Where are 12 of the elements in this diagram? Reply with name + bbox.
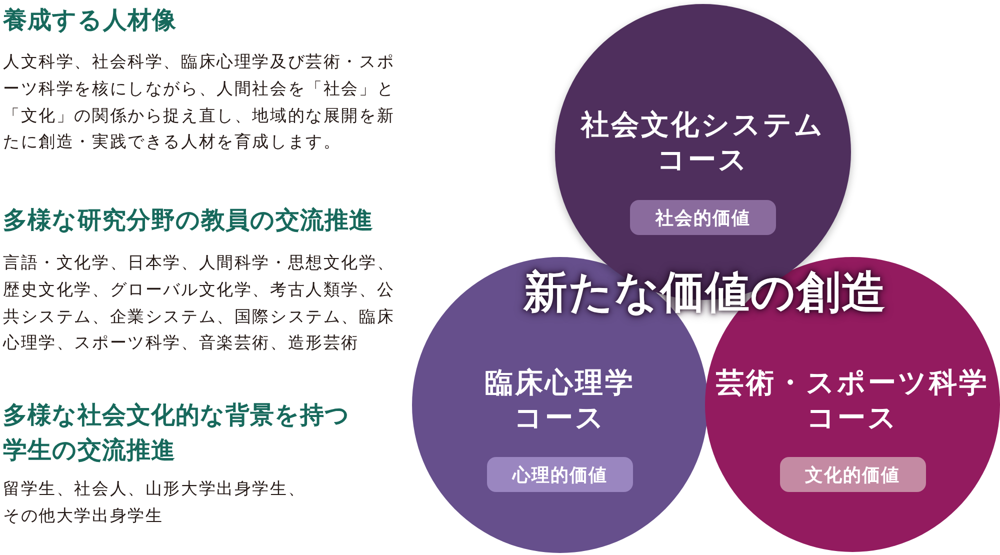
value-tag: 文化的価値 bbox=[780, 457, 926, 492]
course-title: 臨床心理学コース bbox=[484, 365, 636, 435]
section-text: 人文科学、社会科学、臨床心理学及び芸術・スポーツ科学を核にしながら、人間社会を「社会」と「文化」の関係から捉え直し、地域的な展開を新たに創造・実践できる人材を育成します。 bbox=[3, 51, 396, 154]
section-text: 言語・文化学、日本学、人間科学・思想文化学、歴史文化学、グローバル文化学、考古人類学、公共システム、企業システム、国際システム、臨床心理学、スポーツ科学、音楽芸術、造形芸術 bbox=[3, 252, 396, 354]
section-heading: 多様な社会文化的な背景を持つ学生の交流推進 bbox=[3, 399, 351, 466]
section-text: 留学生、社会人、山形大学出身学生、その他大学出身学生 bbox=[3, 478, 307, 527]
course-title: 社会文化システムコース bbox=[580, 107, 826, 177]
value-tag: 社会的価値 bbox=[630, 200, 776, 235]
section-heading: 養成する人材像 bbox=[3, 4, 176, 36]
section-heading: 多様な研究分野の教員の交流推進 bbox=[3, 204, 374, 236]
course-title: 芸術・スポーツ科学コース bbox=[715, 365, 990, 435]
value-tag: 心理的価値 bbox=[487, 457, 633, 492]
